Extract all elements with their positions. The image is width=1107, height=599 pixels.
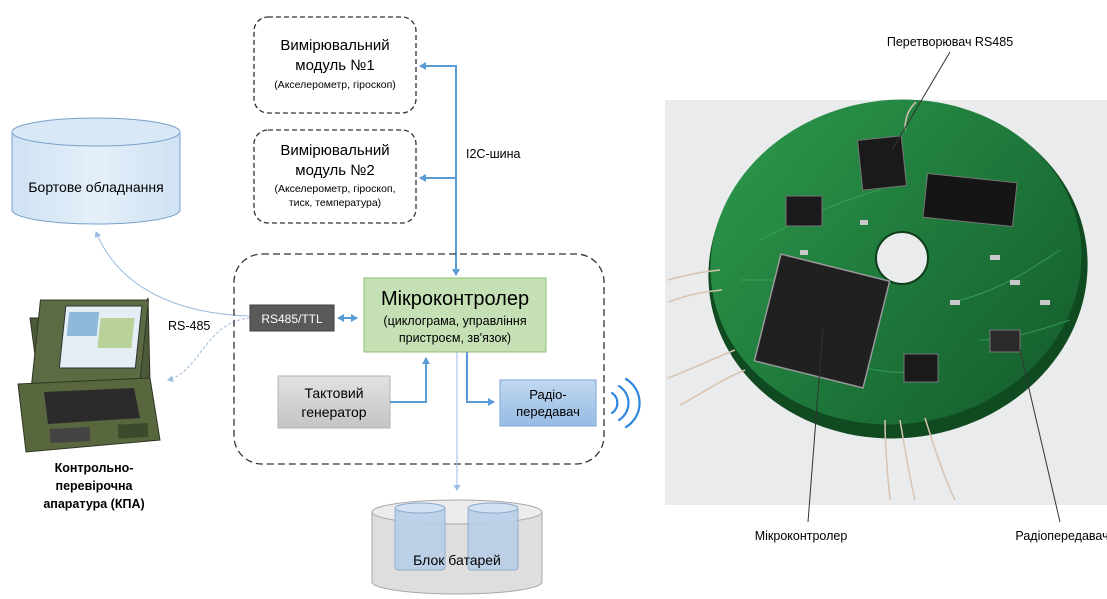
- i2c-bus-label: I2C-шина: [466, 147, 521, 161]
- mcu-line2: пристроєм, зв'язок): [399, 331, 511, 345]
- rs485-ttl-converter: RS485/TTL: [249, 304, 335, 332]
- microcontroller-block: Мікроконтролер (циклограма, управління п…: [363, 277, 547, 353]
- measurement-module-2: Вимірювальний модуль №2 (Акселерометр, г…: [253, 129, 417, 224]
- converter-label: RS485/TTL: [261, 312, 323, 326]
- radio-line1: Радіо-: [529, 387, 567, 402]
- module1-subtitle: (Акселерометр, гіроскоп): [274, 79, 396, 91]
- radio-line2: передавач: [516, 404, 580, 419]
- module2-subtitle-line2: тиск, температура): [289, 197, 381, 209]
- i2c-bus: [419, 62, 460, 276]
- controller-group: [233, 253, 605, 465]
- clock-mcu-link: [390, 357, 430, 403]
- mcu-title: Мікроконтролер: [381, 288, 529, 310]
- mcu-radio-link: [466, 352, 495, 406]
- wireless-signal-icon: [610, 377, 641, 429]
- module2-subtitle-line1: (Акселерометр, гіроскоп,: [274, 183, 395, 195]
- mcu-line1: (циклограма, управління: [383, 314, 526, 328]
- photo-label-mcu: Мікроконтролер: [755, 529, 848, 543]
- radio-transmitter: Радіо- передавач: [499, 379, 597, 427]
- link-to-kpa: [167, 317, 251, 383]
- module1-title-line2: модуль №1: [295, 57, 374, 74]
- link-to-onboard: [94, 231, 251, 317]
- photo-leader-lines: [807, 51, 1061, 523]
- clock-generator: Тактовий генератор: [277, 375, 391, 429]
- photo-label-converter: Перетворювач RS485: [887, 35, 1013, 49]
- rs485-label: RS-485: [168, 319, 210, 333]
- module1-title-line1: Вимірювальний: [280, 37, 389, 54]
- clock-line2: генератор: [301, 404, 366, 420]
- module2-title-line2: модуль №2: [295, 162, 374, 179]
- pcb-photo: [665, 99, 1107, 505]
- kpa-line2: перевірочна: [56, 479, 134, 493]
- kpa-line1: Контрольно-: [55, 461, 134, 475]
- onboard-equipment: Бортове обладнання: [11, 117, 181, 225]
- onboard-equipment-label: Бортове обладнання: [28, 179, 163, 195]
- kpa-line3: апаратура (КПА): [43, 497, 144, 511]
- measurement-module-1: Вимірювальний модуль №1 (Акселерометр, г…: [253, 16, 417, 114]
- battery-label: Блок батарей: [413, 552, 501, 568]
- photo-label-radio: Радіопередавач: [1015, 529, 1107, 543]
- battery-block: Блок батарей: [371, 499, 543, 595]
- clock-line1: Тактовий: [304, 385, 363, 401]
- laptop-icon: [17, 297, 161, 453]
- module2-title-line1: Вимірювальний: [280, 142, 389, 159]
